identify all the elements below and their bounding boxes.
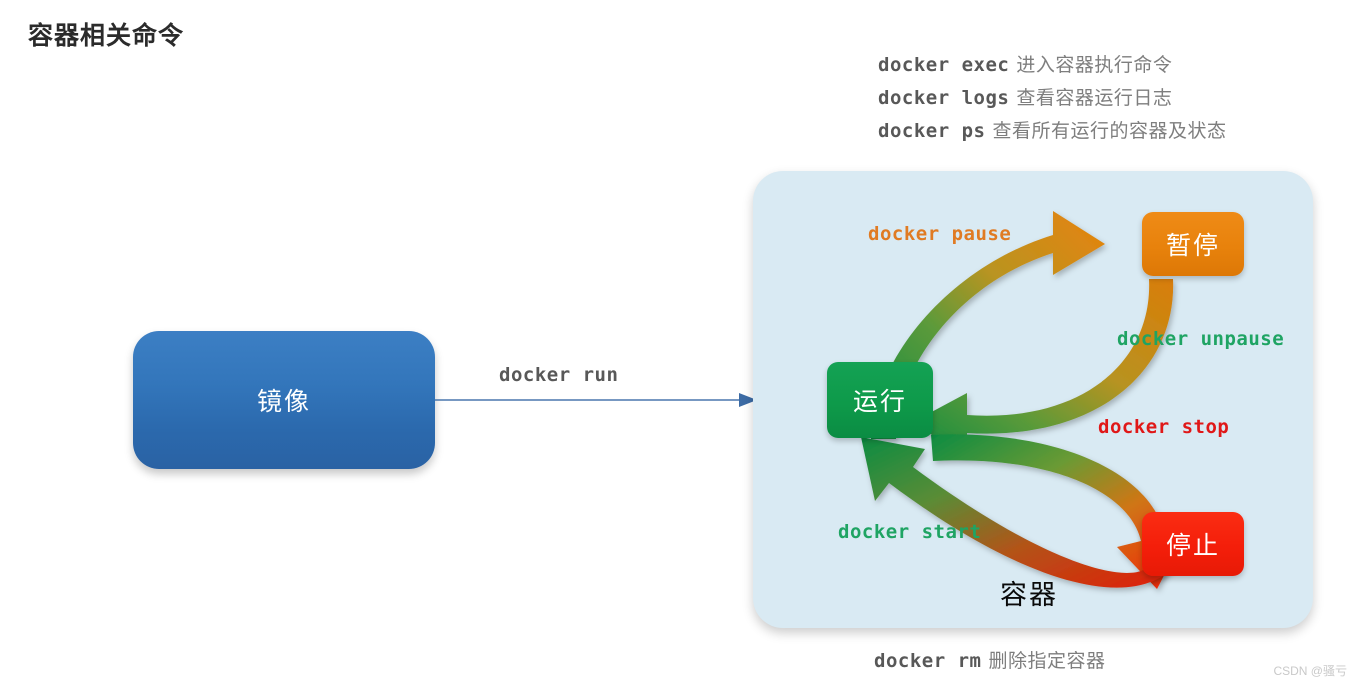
command-line-exec: docker exec 进入容器执行命令: [878, 54, 1226, 78]
watermark: CSDN @骚亏: [1273, 664, 1347, 678]
command-text: docker exec: [878, 54, 1010, 76]
image-node-label: 镜像: [256, 388, 311, 416]
command-text: docker rm: [874, 650, 982, 672]
transition-label-start: docker start: [838, 521, 982, 543]
command-text: docker logs: [878, 86, 1010, 109]
transition-label-unpause: docker unpause: [1117, 328, 1285, 350]
transition-label-stop: docker stop: [1098, 416, 1230, 438]
state-node-stopped: 停止: [1142, 512, 1244, 576]
image-node: 镜像: [133, 331, 435, 469]
command-text: docker ps: [878, 119, 986, 142]
page-title: 容器相关命令: [28, 22, 185, 50]
command-description: 删除指定容器: [988, 651, 1106, 672]
command-description: 查看容器运行日志: [1016, 87, 1173, 109]
state-node-paused: 暂停: [1142, 212, 1244, 276]
command-description: 进入容器执行命令: [1016, 55, 1173, 76]
state-node-running: 运行: [827, 362, 933, 438]
state-node-label: 暂停: [1165, 232, 1220, 260]
command-description: 查看所有运行的容器及状态: [992, 120, 1227, 142]
state-node-label: 停止: [1165, 532, 1220, 560]
command-line-ps: docker ps 查看所有运行的容器及状态: [878, 120, 1226, 144]
transition-label-pause: docker pause: [868, 223, 1012, 245]
bottom-command-line: docker rm 删除指定容器: [874, 646, 1105, 673]
command-line-logs: docker logs 查看容器运行日志: [878, 87, 1226, 111]
state-node-label: 运行: [852, 388, 907, 416]
container-panel-label: 容器: [1000, 580, 1058, 610]
arrow-right-icon: [435, 393, 757, 407]
docker-run-label: docker run: [499, 364, 619, 386]
